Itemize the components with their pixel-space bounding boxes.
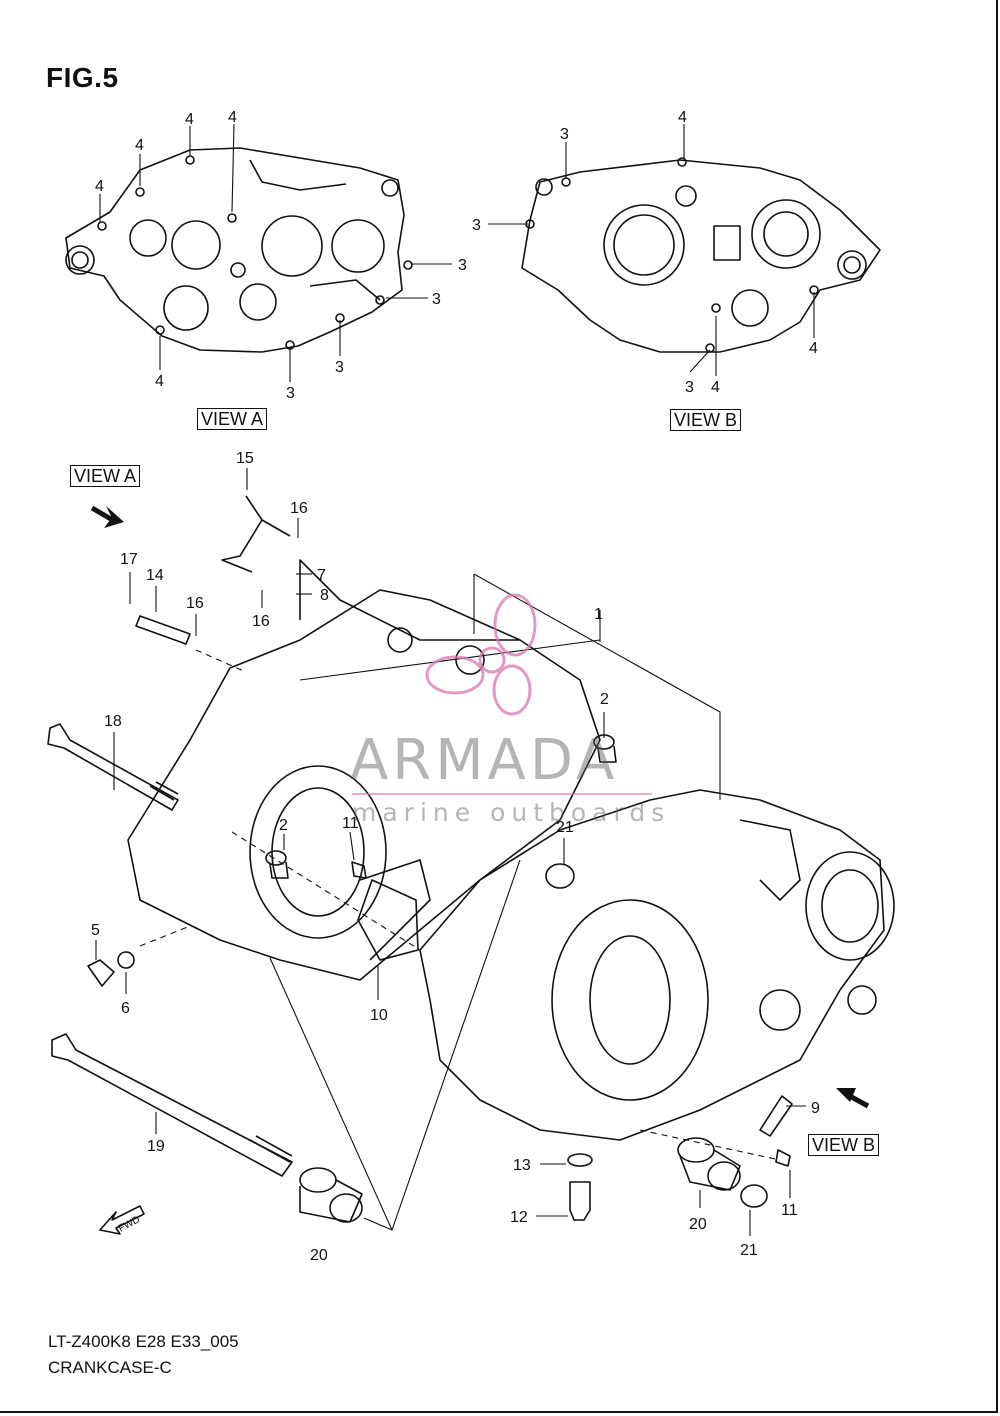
part-callout: 12 (510, 1209, 528, 1226)
view-b-arrow-icon (836, 1088, 870, 1109)
part-callout: 16 (252, 613, 270, 630)
stud-bolt-18 (47, 723, 179, 811)
oil-pipe-15 (221, 495, 291, 573)
watermark-tagline: marine outboards (352, 798, 671, 827)
view-a-callout: 4 (228, 109, 237, 126)
gasket-10-and-9 (357, 879, 793, 1137)
part-callout: 9 (811, 1100, 820, 1117)
watermark-rule (352, 793, 652, 795)
figure-title: FIG.5 (46, 62, 119, 93)
drain-plug-12-13 (567, 1153, 593, 1221)
view-a-callout: 4 (135, 137, 144, 154)
view-a-callout: 3 (432, 291, 441, 308)
diagram-code: LT-Z400K8 E28 E33_005 (48, 1332, 239, 1351)
part-callout: 16 (186, 595, 204, 612)
view-a-arrow-icon (90, 505, 124, 528)
view-a-caption: VIEW A (197, 408, 268, 430)
part-callout: 5 (91, 922, 100, 939)
stud-bolt-19 (51, 1033, 293, 1177)
view-b-callout: 4 (711, 379, 720, 396)
view-a-callout: 3 (286, 385, 295, 402)
part-callout: 13 (513, 1157, 531, 1174)
fwd-arrow-icon (99, 1205, 145, 1235)
part-callout: 11 (781, 1202, 798, 1219)
part-callout: 15 (236, 450, 254, 467)
nut-21 (545, 863, 768, 1208)
view-a-crankcase-outline (65, 147, 413, 353)
part-callout: 21 (740, 1242, 758, 1259)
watermark-brand: ARMADA (350, 728, 619, 793)
bolt-5 (87, 951, 135, 987)
view-a-callout: 4 (95, 178, 104, 195)
part-callout: 16 (290, 500, 308, 517)
pipe-14 (135, 615, 191, 645)
part-callout: 2 (600, 691, 609, 708)
part-callout: 1 (594, 606, 603, 623)
watermark-propeller-icon (425, 593, 537, 716)
diagram-name: CRANKCASE-C (48, 1358, 172, 1377)
part-callout: 21 (556, 819, 574, 836)
crankcase-left-half (127, 559, 601, 981)
view-b-callout: 3 (472, 217, 481, 234)
part-callout: 19 (147, 1138, 165, 1155)
part-callout: 18 (104, 713, 122, 730)
view-b-callout: 4 (809, 340, 818, 357)
part-callout: 7 (317, 567, 326, 584)
callout-labels: 4 4 4 4 4 3 3 3 3 3 3 4 4 3 4 15 16 7 8 … (91, 109, 820, 1264)
part-callout: 8 (320, 587, 329, 604)
part-callout: 20 (310, 1247, 328, 1264)
part-callout: 20 (689, 1216, 707, 1233)
part-callout: 2 (279, 817, 288, 834)
part-callout: 17 (120, 551, 138, 568)
view-a-callout: 4 (185, 111, 194, 128)
leader-lines (95, 123, 815, 1236)
dowel-pin-20-left (299, 1167, 363, 1223)
view-b-callout: 3 (560, 126, 569, 143)
view-b-indicator: VIEW B (808, 1134, 880, 1156)
view-a-callout: 3 (458, 257, 467, 274)
view-b-callout: 3 (685, 379, 694, 396)
view-a-callout: 3 (335, 359, 344, 376)
part-callout: 10 (370, 1007, 388, 1024)
view-a-indicator: VIEW A (70, 465, 141, 487)
view-b-crankcase-outline (521, 157, 881, 353)
part-callout: 6 (121, 1000, 130, 1017)
view-b-caption: VIEW B (670, 409, 742, 431)
screw-11 (351, 861, 791, 1167)
part-callout: 14 (146, 567, 164, 584)
view-a-callout: 4 (155, 373, 164, 390)
dowel-pin-20-right (677, 1137, 741, 1191)
view-b-callout: 4 (678, 109, 687, 126)
part-callout: 11 (342, 815, 359, 832)
crankcase-right-half (419, 789, 895, 1141)
